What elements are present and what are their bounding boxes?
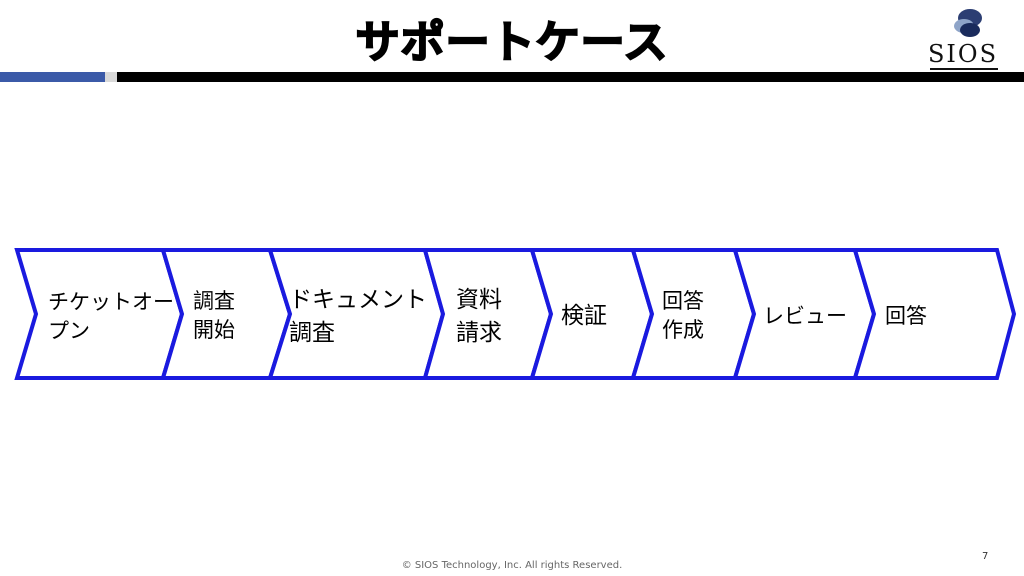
header-divider-gray [105, 72, 117, 82]
step-4-label: 資料 請求 [456, 287, 502, 346]
step-8-label: 回答 [885, 304, 927, 328]
step-5-label: 検証 [561, 303, 607, 329]
chevron-step-8 [852, 248, 1017, 380]
logo-text: SIOS [927, 40, 999, 68]
step-1-label: チケットオー プン [48, 290, 174, 343]
header-rule [117, 72, 1024, 82]
logo-underline [930, 68, 998, 70]
step-6-label: 回答 作成 [662, 289, 704, 342]
step-7-label: レビュー [763, 304, 847, 328]
sios-logo-icon [954, 9, 982, 37]
step-3-label: ドキュメント 調査 [289, 287, 427, 346]
header-accent-bar [0, 72, 105, 82]
slide-title: サポートケース [355, 16, 669, 69]
page-number: 7 [982, 551, 989, 562]
copyright-footer: © SIOS Technology, Inc. All rights Reser… [401, 560, 623, 571]
step-2-label: 調査 開始 [193, 289, 235, 342]
